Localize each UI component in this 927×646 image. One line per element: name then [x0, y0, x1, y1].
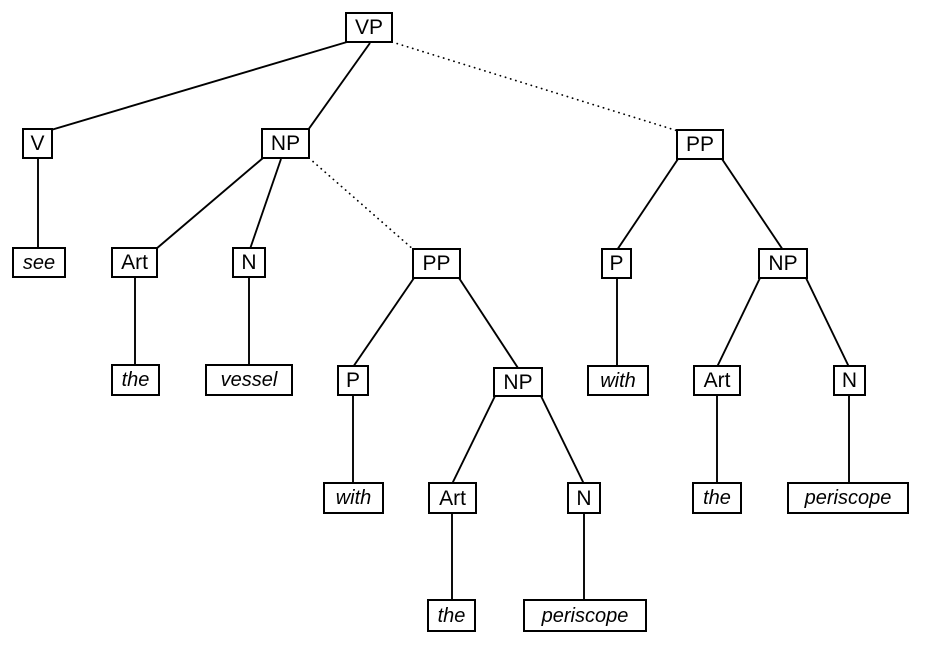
tree-node-np_mid: NP: [493, 367, 543, 397]
tree-edge-np_mid-to-n_m: [540, 395, 585, 485]
tree-edge-pp_right-to-p_right: [616, 158, 679, 251]
tree-node-n_m: N: [567, 482, 601, 514]
tree-node-peri_m: periscope: [523, 599, 647, 632]
tree-edge-np_mid-to-art_m: [451, 395, 496, 485]
tree-node-peri_r: periscope: [787, 482, 909, 514]
tree-node-n1: N: [232, 247, 266, 278]
tree-node-np_right: NP: [758, 248, 808, 279]
tree-node-n_r: N: [833, 365, 866, 396]
tree-node-v: V: [22, 128, 53, 159]
tree-node-the_m: the: [427, 599, 476, 632]
tree-edge-np_right-to-art_r: [716, 277, 761, 368]
tree-edge-vp-to-pp_right: [391, 41, 679, 132]
tree-node-p_right: P: [601, 248, 632, 279]
tree-node-with_m: with: [323, 482, 384, 514]
tree-node-pp_right: PP: [676, 129, 724, 160]
tree-node-art1: Art: [111, 247, 158, 278]
tree-node-p_mid: P: [337, 365, 369, 396]
tree-edge-np1-to-n1: [249, 158, 282, 250]
tree-node-vessel: vessel: [205, 364, 293, 396]
tree-edge-pp_right-to-np_right: [721, 158, 784, 251]
tree-node-np1: NP: [261, 128, 310, 159]
tree-edge-np1-to-art1: [155, 157, 264, 250]
tree-edge-vp-to-np1: [307, 42, 371, 131]
tree-node-the1: the: [111, 364, 160, 396]
tree-edge-vp-to-v: [50, 41, 348, 131]
tree-node-art_m: Art: [428, 482, 477, 514]
tree-edge-np_right-to-n_r: [805, 277, 850, 368]
tree-node-pp_mid: PP: [412, 248, 461, 279]
tree-node-see: see: [12, 247, 66, 278]
tree-edge-pp_mid-to-np_mid: [458, 277, 519, 369]
tree-node-art_r: Art: [693, 365, 741, 396]
tree-node-vp: VP: [345, 12, 393, 43]
tree-node-the_r: the: [692, 482, 742, 514]
tree-node-with_r: with: [587, 365, 649, 396]
tree-edge-np1-to-pp_mid: [308, 157, 415, 251]
tree-edge-pp_mid-to-p_mid: [352, 277, 415, 368]
